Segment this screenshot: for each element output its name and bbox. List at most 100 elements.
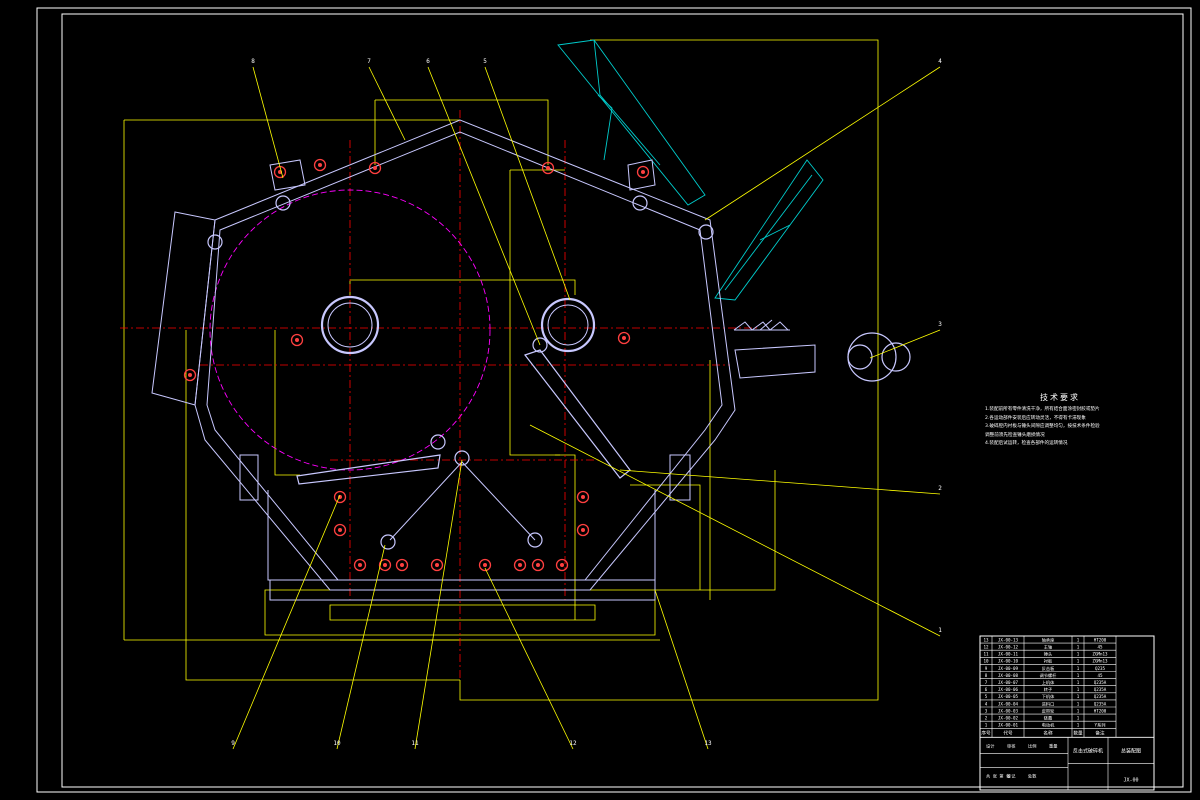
inner-frame — [61, 13, 1184, 788]
bom-cell-10-5: Q235A — [1094, 701, 1107, 706]
bolt-19 — [636, 165, 650, 179]
callout-10: 10 — [333, 740, 341, 747]
dimension-line-17 — [655, 470, 776, 591]
left-shaft-hub-inner — [327, 302, 373, 348]
bom-cell-5-5: Q235 — [1095, 666, 1106, 671]
bom-cell-10-3: 进料口 — [1042, 700, 1055, 707]
callout-leader-10 — [336, 544, 386, 750]
bom-cell-1-1: 13 — [983, 637, 989, 642]
bom-cell-8-5: Q235A — [1094, 687, 1107, 692]
callout-6: 6 — [426, 58, 430, 65]
bolt-core-1 — [373, 166, 377, 170]
drawing-no: JX-00 — [1123, 777, 1138, 783]
body-outline-5 — [669, 454, 691, 501]
bolt-1 — [368, 161, 382, 175]
outer-frame — [36, 7, 1192, 793]
bom-cell-9-5: Q235A — [1094, 694, 1107, 699]
bolt-core-19 — [641, 170, 645, 174]
crusher-body — [151, 119, 816, 601]
bom-cell-7-4: 1 — [1077, 680, 1080, 685]
tech-req-line-4: 调整前须先检查锤头磨损情况 — [985, 432, 1045, 438]
technical-requirements: 技术要求 1.装配前所有零件清洗干净，所有结合面涂密封胶或垫片 2.各运动部件安… — [985, 392, 1135, 449]
bom-cell-6-4: 1 — [1077, 673, 1080, 678]
tech-req-line-5: 4.装配后试运转，检查各部件的运转情况 — [985, 441, 1068, 447]
bolt-core-15 — [483, 563, 487, 567]
bom-cell-11-1: 3 — [985, 708, 988, 713]
callout-11: 11 — [411, 740, 419, 747]
bom-cell-6-5: 45 — [1097, 673, 1103, 678]
bolt-15 — [478, 558, 492, 572]
bolt-13 — [395, 558, 409, 572]
dimension-line-15 — [555, 454, 576, 620]
callout-leader-8 — [529, 424, 941, 637]
chain-teeth — [733, 321, 789, 331]
bolt-core-7 — [338, 528, 342, 532]
title-label-3: 比例 — [1028, 742, 1036, 749]
bom-cell-4-5: ZGMn13 — [1092, 659, 1108, 664]
bom-cell-8-2: JX-00-06 — [998, 687, 1019, 692]
bom-cell-9-2: JX-00-05 — [998, 694, 1019, 699]
drawing-name: 总装配图 — [1121, 747, 1141, 754]
bolt-core-10 — [581, 528, 585, 532]
bom-cell-9-1: 5 — [985, 694, 988, 699]
bom-cell-11-5: HT200 — [1094, 708, 1107, 713]
upper-right-bracket — [627, 159, 656, 191]
bom-cell-4-3: 衬板 — [1044, 658, 1053, 665]
title-label-2: 审核 — [1007, 742, 1016, 749]
bolt-core-6 — [622, 336, 626, 340]
bolt-16 — [513, 558, 527, 572]
title-label-5: 共 张 第 张 — [986, 772, 1011, 779]
dimension-line-14 — [274, 330, 300, 476]
bom-cell-2-1: 12 — [983, 645, 989, 650]
bom-cell-10-1: 4 — [985, 701, 988, 706]
bom-cell-7-1: 7 — [985, 680, 988, 685]
bolt-6 — [617, 331, 631, 345]
bom-cell-7-3: 上机体 — [1042, 679, 1055, 686]
bom-header-5: 备注 — [1095, 729, 1105, 736]
bolt-10 — [576, 523, 590, 537]
bolt-18 — [555, 558, 569, 572]
bom-cell-7-5: Q235A — [1094, 680, 1107, 685]
bolt-2 — [541, 161, 555, 175]
drive-wheel-small — [881, 342, 911, 372]
bolt-core-13 — [400, 563, 404, 567]
title-label-1: 设计 — [986, 742, 994, 749]
bom-cell-1-3: 轴承座 — [1042, 636, 1055, 643]
callout-leader-2 — [368, 66, 406, 141]
bom-cell-6-3: 调节螺杆 — [1040, 672, 1058, 679]
left-shaft-hub — [320, 295, 380, 355]
bolt-11 — [353, 558, 367, 572]
pivot-pin-2 — [632, 195, 648, 211]
bom-cell-2-5: 45 — [1097, 645, 1103, 650]
callout-2: 2 — [938, 485, 942, 492]
bom-cell-3-4: 1 — [1077, 652, 1080, 657]
bolt-3 — [313, 158, 327, 172]
hopper-segment-1 — [557, 39, 706, 206]
right-arm-link — [524, 349, 631, 479]
title-block-border — [979, 635, 1155, 791]
bolt-core-5 — [295, 338, 299, 342]
bom-cell-4-1: 10 — [983, 659, 989, 664]
bolt-core-12 — [383, 563, 387, 567]
bom-cell-10-2: JX-00-04 — [998, 701, 1019, 706]
callout-leader-6 — [869, 329, 941, 359]
bolt-9 — [576, 490, 590, 504]
callout-leader-1 — [252, 66, 284, 179]
bom-header-4: 数量 — [1073, 729, 1083, 736]
bom-cell-10-4: 1 — [1077, 701, 1080, 706]
bom-cell-4-4: 1 — [1077, 659, 1080, 664]
dimension-line-4 — [185, 330, 460, 681]
bom-cell-13-4: 1 — [1077, 723, 1080, 728]
bom-cell-9-3: 下机体 — [1042, 693, 1055, 700]
bom-cell-9-4: 1 — [1077, 694, 1080, 699]
bolt-17 — [531, 558, 545, 572]
rotor-sweep-circle — [209, 189, 491, 471]
pivot-pin-7 — [527, 532, 543, 548]
tech-req-line-1: 1.装配前所有零件清洗干净，所有结合面涂密封胶或垫片 — [985, 407, 1100, 412]
title-label-6: 标记 — [1007, 772, 1016, 779]
bolt-core-14 — [435, 563, 439, 567]
dimension-line-8 — [350, 279, 576, 295]
bom-cell-13-2: JX-00-01 — [998, 723, 1019, 728]
